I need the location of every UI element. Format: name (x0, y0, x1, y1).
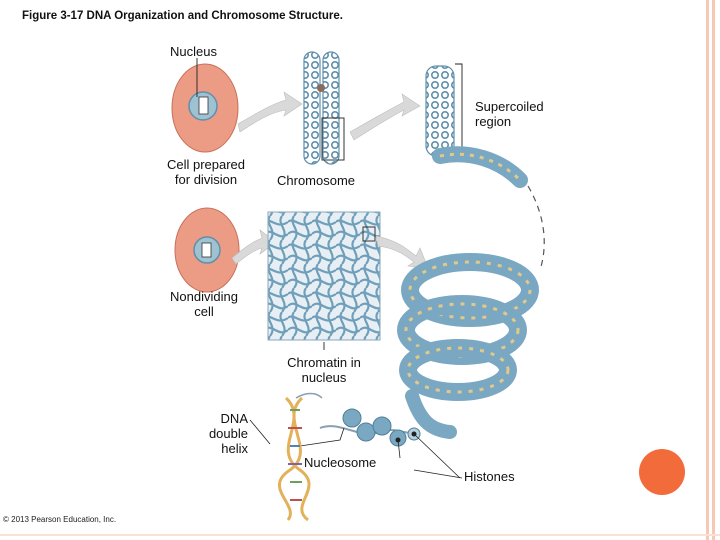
label-dna-double-helix: DNA double helix (198, 411, 248, 456)
label-line: double (208, 426, 248, 441)
label-line: cell (194, 304, 214, 319)
label-chromosome: Chromosome (277, 173, 356, 188)
label-line: Cell prepared (166, 157, 246, 172)
chromatin-mesh (267, 211, 381, 350)
label-cell-prepared: Cell prepared for division (160, 157, 252, 187)
label-supercoiled-region: Supercoiled region (475, 99, 544, 129)
figure-title: Figure 3-17 DNA Organization and Chromos… (22, 10, 343, 22)
label-nucleus: Nucleus (170, 44, 217, 59)
label-nondividing-cell: Nondividing cell (160, 289, 248, 319)
label-histones: Histones (464, 469, 515, 484)
nondividing-cell (174, 207, 240, 293)
copyright-notice: © 2013 Pearson Education, Inc. (3, 515, 117, 524)
label-line: nucleus (301, 370, 347, 385)
arrow-to-supercoiled-region (349, 93, 421, 141)
dna-double-helix (249, 392, 323, 522)
label-line: helix (221, 441, 248, 456)
label-line: region (475, 114, 512, 129)
supercoiled-region (425, 63, 545, 271)
cell-prepared-for-division (171, 63, 239, 153)
label-nucleosome: Nucleosome (304, 455, 377, 470)
histones-leader-line (413, 469, 463, 479)
arrow-to-chromosome (237, 91, 303, 133)
chromosome (303, 51, 345, 165)
accent-circle (639, 449, 685, 495)
label-line: DNA (220, 411, 248, 426)
label-line: Chromatin in (287, 355, 361, 370)
label-line: for division (174, 172, 238, 187)
label-line: Supercoiled (475, 99, 544, 114)
arrow-to-coiled-fiber (375, 235, 429, 269)
label-chromatin: Chromatin in nucleus (278, 355, 370, 385)
coiled-chromatin-fiber (397, 253, 539, 439)
nucleosome-strand (299, 408, 461, 479)
label-line: Nondividing (170, 289, 238, 304)
